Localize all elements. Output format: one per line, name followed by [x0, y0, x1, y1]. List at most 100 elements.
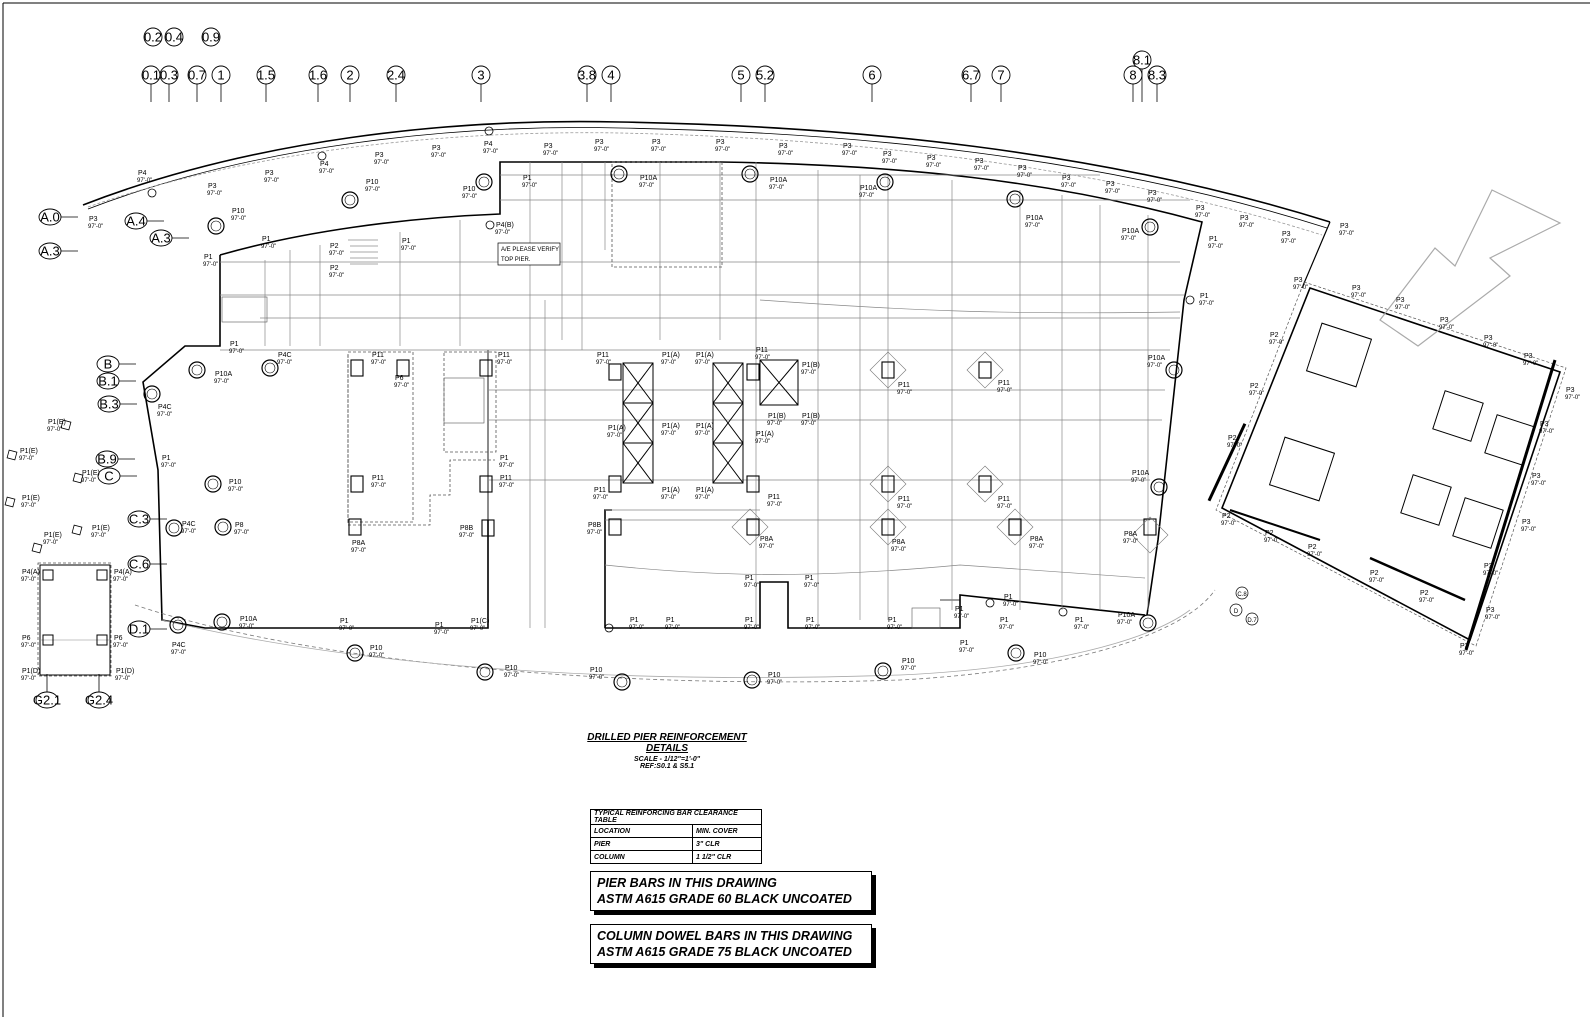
- pier-type-label: P8B: [460, 525, 474, 532]
- grid-bubble: B.1: [96, 372, 136, 390]
- pier-elevation-label: 97'-0": [1123, 539, 1138, 545]
- pier-elevation-label: 97'-0": [1199, 301, 1214, 307]
- pier-circle: [341, 191, 359, 209]
- grid-bubble: 7: [991, 65, 1011, 102]
- grid-label: 6: [868, 68, 875, 83]
- pier-elevation-label: 97'-0": [1147, 363, 1162, 369]
- grid-bubble: 5.2: [755, 65, 775, 102]
- pier-elevation-label: 97'-0": [695, 431, 710, 437]
- pier-diamond: [996, 508, 1034, 546]
- pier-type-label: P1(E): [22, 495, 40, 502]
- pier-type-label: P10: [505, 665, 518, 672]
- grid-bubble: 3.8: [577, 65, 597, 102]
- pier-elevation-label: 97'-0": [1208, 244, 1223, 250]
- pier-elevation-label: 97'-0": [639, 183, 654, 189]
- pier-small: [604, 623, 614, 633]
- pier-small: [485, 220, 495, 230]
- grid-label: 1.5: [257, 68, 275, 83]
- pier-type-label: P3: [1062, 175, 1071, 182]
- pier-diamond: [869, 465, 907, 503]
- pier-elevation-label: 97'-0": [1131, 478, 1146, 484]
- pier-elevation-label: 97'-0": [239, 624, 254, 630]
- pier-type-label: P2: [1308, 544, 1317, 551]
- pier-elevation-label: 97'-0": [207, 191, 222, 197]
- grid-bubble: D.1: [127, 620, 167, 638]
- pier-small: [317, 151, 327, 161]
- clearance-header-cover: MIN. COVER: [692, 824, 762, 838]
- grid-bubble: 3: [471, 65, 491, 102]
- pier-type-label: P6: [395, 375, 404, 382]
- pier-type-label: P1(E): [44, 532, 62, 539]
- grid-bubble: B.3: [97, 395, 137, 413]
- pier-type-label: P1: [960, 640, 969, 647]
- pier-type-label: P1(E): [82, 470, 100, 477]
- pier-elevation-label: 97'-0": [1483, 571, 1498, 577]
- pier-elevation-label: 97'-0": [371, 483, 386, 489]
- pier-elevation-label: 97'-0": [882, 159, 897, 165]
- pier-elevation-label: 97'-0": [1025, 223, 1040, 229]
- pier-rect: [479, 359, 493, 377]
- pier-type-label: P2: [1250, 383, 1259, 390]
- pier-type-label: P3: [1522, 519, 1531, 526]
- pier-elevation-label: 97'-0": [91, 533, 106, 539]
- pier-tag: P1(E)97'-0": [81, 470, 100, 484]
- pier-elevation-label: 97'-0": [1521, 527, 1536, 533]
- clearance-table-title: TYPICAL REINFORCING BAR CLEARANCE TABLE: [590, 809, 762, 825]
- pier-type-label: P1: [1004, 594, 1013, 601]
- grid-bubble: B: [96, 355, 136, 373]
- pier-elevation-label: 97'-0": [351, 548, 366, 554]
- pier-circle: [207, 217, 225, 235]
- pier-elevation-label: 97'-0": [365, 187, 380, 193]
- pier-elevation-label: 97'-0": [801, 421, 816, 427]
- pier-type-label: P10A: [1026, 215, 1043, 222]
- grid-bubble: 1: [211, 65, 231, 102]
- pier-rect: [746, 475, 760, 493]
- pier-type-label: P4: [320, 161, 329, 168]
- pier-type-label: P1: [500, 455, 509, 462]
- pier-elevation-label: 97'-0": [767, 502, 782, 508]
- grid-label: 0.1: [142, 68, 160, 83]
- pier-elevation-label: 97'-0": [1339, 231, 1354, 237]
- grid-bubble: 0.9: [201, 27, 221, 47]
- pier-elevation-label: 97'-0": [901, 666, 916, 672]
- grid-label: 5.2: [756, 68, 774, 83]
- pier-type-label: P3: [1340, 223, 1349, 230]
- pier-type-label: P1(B): [802, 413, 820, 420]
- pier-elevation-label: 97'-0": [113, 577, 128, 583]
- pier-tag: P1(B)97'-0": [801, 362, 820, 376]
- pier-elevation-label: 97'-0": [1459, 651, 1474, 657]
- pier-type-label: P10: [366, 179, 379, 186]
- pier-elevation-label: 97'-0": [1565, 395, 1580, 401]
- pier-type-label: P1: [1209, 236, 1218, 243]
- pier-type-label: P3: [1484, 563, 1493, 570]
- clearance-row-cover: 1 1/2" CLR: [692, 850, 762, 864]
- grid-bubble: 6: [862, 65, 882, 102]
